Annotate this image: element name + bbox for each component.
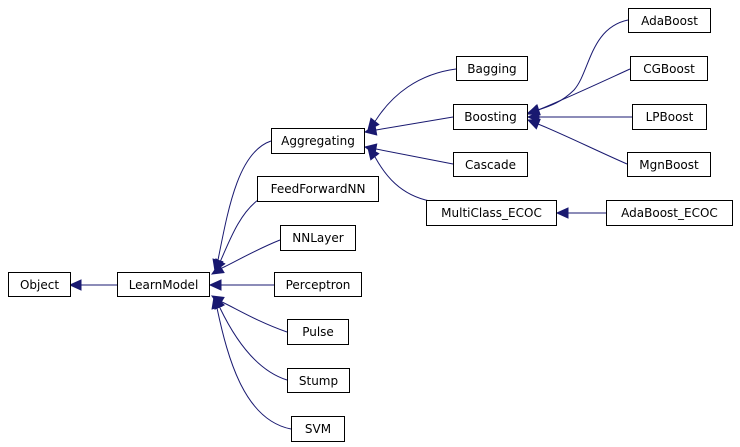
- node-perceptron[interactable]: Perceptron: [274, 272, 362, 297]
- inheritance-edges: [68, 19, 632, 430]
- node-adaboost-ecoc[interactable]: AdaBoost_ECOC: [606, 200, 733, 226]
- node-cgboost[interactable]: CGBoost: [630, 56, 708, 81]
- node-cgboost-label: CGBoost: [643, 62, 695, 76]
- node-aggregating[interactable]: Aggregating: [271, 128, 365, 154]
- node-object[interactable]: Object: [8, 272, 71, 297]
- node-perceptron-label: Perceptron: [286, 278, 351, 292]
- node-boosting-label: Boosting: [464, 110, 516, 124]
- node-stump-label: Stump: [299, 374, 338, 388]
- arrowhead-multiclass_ecoc-to-aggregating: [367, 147, 380, 161]
- node-stump[interactable]: Stump: [287, 368, 350, 393]
- node-svm[interactable]: SVM: [291, 416, 345, 442]
- edge-feedforwardnn-to-learnmodel: [219, 199, 259, 263]
- arrowhead-nnlayer-to-learnmodel: [210, 263, 225, 275]
- edge-multiclass_ecoc-to-aggregating: [374, 156, 431, 202]
- arrowhead-learnmodel-to-object: [68, 279, 82, 291]
- arrowhead-mgnboost-to-boosting: [526, 118, 541, 130]
- node-mgnboost-label: MgnBoost: [639, 158, 699, 172]
- node-learnmodel[interactable]: LearnModel: [117, 272, 210, 297]
- node-adaboost-label: AdaBoost: [641, 14, 698, 28]
- node-bagging[interactable]: Bagging: [456, 56, 528, 81]
- edge-aggregating-to-learnmodel: [217, 140, 272, 261]
- edge-bagging-to-aggregating: [375, 68, 457, 121]
- node-object-label: Object: [20, 278, 59, 292]
- edge-cascade-to-aggregating: [375, 148, 454, 165]
- node-mgnboost[interactable]: MgnBoost: [627, 152, 711, 177]
- edge-mgnboost-to-boosting: [537, 123, 628, 165]
- edge-pulse-to-learnmodel: [221, 301, 288, 333]
- edge-stump-to-learnmodel: [219, 307, 288, 381]
- node-multiclass-ecoc[interactable]: MultiClass_ECOC: [426, 200, 557, 226]
- node-lpboost[interactable]: LPBoost: [632, 104, 707, 130]
- node-pulse[interactable]: Pulse: [287, 319, 349, 345]
- edge-nnlayer-to-learnmodel: [221, 239, 281, 269]
- node-feedforwardnn-label: FeedForwardNN: [271, 182, 366, 196]
- arrowhead-svm-to-learnmodel: [211, 295, 223, 310]
- edge-adaboost-to-boosting: [537, 19, 629, 111]
- node-nnlayer-label: NNLayer: [292, 231, 343, 245]
- node-adaboost-ecoc-label: AdaBoost_ECOC: [621, 206, 718, 220]
- arrowhead-boosting-to-aggregating: [363, 124, 378, 136]
- node-bagging-label: Bagging: [467, 62, 516, 76]
- node-adaboost[interactable]: AdaBoost: [628, 8, 711, 33]
- node-pulse-label: Pulse: [302, 325, 334, 339]
- node-lpboost-label: LPBoost: [646, 110, 694, 124]
- node-multiclass-ecoc-label: MultiClass_ECOC: [441, 206, 542, 220]
- edge-cgboost-to-boosting: [537, 68, 631, 111]
- node-boosting[interactable]: Boosting: [453, 104, 528, 130]
- node-nnlayer[interactable]: NNLayer: [280, 225, 356, 251]
- node-cascade[interactable]: Cascade: [453, 152, 528, 177]
- node-aggregating-label: Aggregating: [281, 134, 355, 148]
- node-learnmodel-label: LearnModel: [129, 278, 199, 292]
- node-svm-label: SVM: [305, 422, 331, 436]
- edge-boosting-to-aggregating: [375, 116, 454, 131]
- arrowhead-perceptron-to-learnmodel: [208, 279, 222, 291]
- arrowhead-adaboost_ecoc-to-multiclass_ecoc: [555, 207, 569, 219]
- node-feedforwardnn[interactable]: FeedForwardNN: [257, 176, 379, 202]
- edge-svm-to-learnmodel: [216, 307, 292, 430]
- node-cascade-label: Cascade: [465, 158, 516, 172]
